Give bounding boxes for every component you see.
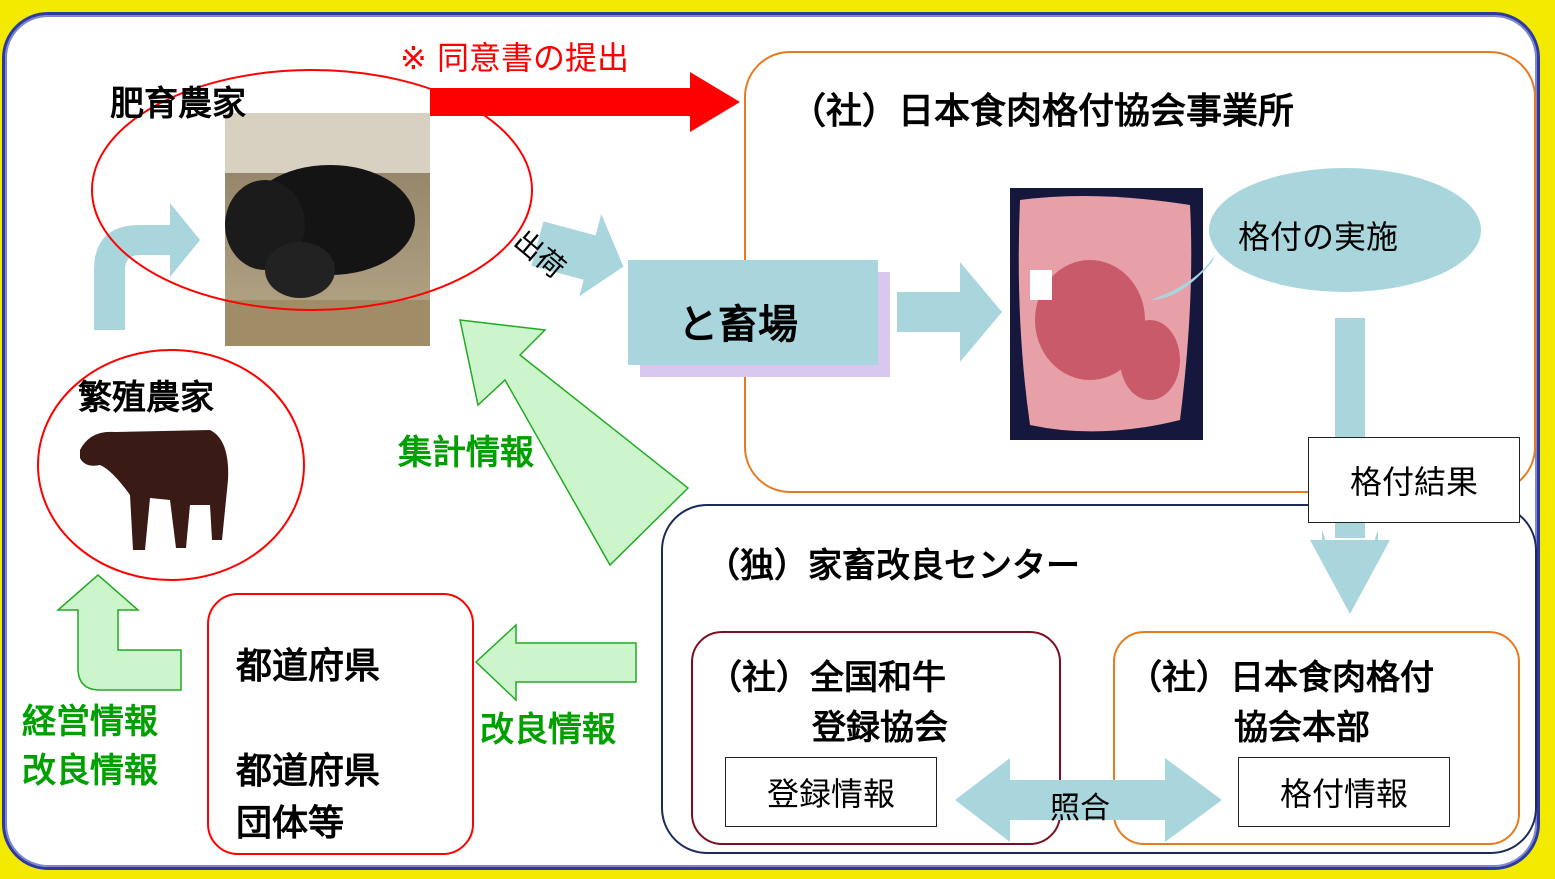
slaughterhouse-label: と畜場 xyxy=(678,302,798,348)
grading-done-label: 格付の実施 xyxy=(1238,218,1399,256)
grading-bubble xyxy=(1209,168,1481,292)
grading-hq-line2: 協会本部 xyxy=(1234,708,1370,748)
to-grading-arrow xyxy=(897,262,1002,362)
raise-arrow xyxy=(94,203,200,330)
prefecture-label: 都道府県 xyxy=(236,646,381,687)
center-title: （独）家畜改良センター xyxy=(706,546,1080,586)
grading-result-note: 格付結果 xyxy=(1308,437,1520,523)
calf-image xyxy=(80,430,229,550)
fattening-cattle-photo xyxy=(225,113,430,346)
wagyu-assoc-line1: （社）全国和牛 xyxy=(708,658,946,698)
consent-label: ※ 同意書の提出 xyxy=(400,39,629,77)
registration-info-note: 登録情報 xyxy=(725,757,937,827)
matching-label: 照合 xyxy=(1050,791,1110,826)
slaughterhouse-box xyxy=(628,260,878,365)
fattening-farm-circle xyxy=(91,69,533,311)
breeding-farm-label: 繁殖農家 xyxy=(78,378,214,418)
aggregate-arrow xyxy=(459,319,690,567)
mgmt-info-label: 経営情報 xyxy=(22,702,158,742)
shipment-arrow xyxy=(531,214,624,297)
registration-info-label: 登録情報 xyxy=(766,775,895,813)
fattening-farm-label: 肥育農家 xyxy=(110,84,246,124)
beef-carcass-photo xyxy=(1010,188,1203,440)
improvement-arrow xyxy=(474,623,637,702)
grading-info-note: 格付情報 xyxy=(1238,757,1450,827)
wagyu-assoc-line2: 登録協会 xyxy=(812,708,948,748)
mgmt-arrow xyxy=(56,574,182,691)
consent-arrow xyxy=(430,72,740,132)
improvement-info-label: 改良情報 xyxy=(480,710,616,750)
improvement-info2-label: 改良情報 xyxy=(22,751,158,791)
grading-hq-line1: （社）日本食肉格付 xyxy=(1128,658,1434,698)
prefecture-box xyxy=(207,593,474,855)
grading-info-label: 格付情報 xyxy=(1279,775,1408,813)
grading-result-label: 格付結果 xyxy=(1349,463,1478,501)
prefecture-groups-line1: 都道府県 xyxy=(236,751,381,792)
prefecture-groups-line2: 団体等 xyxy=(236,803,345,844)
matching-arrow xyxy=(955,758,1222,842)
aggregate-info-label: 集計情報 xyxy=(398,433,534,473)
grading-office-title: （社）日本食肉格付協会事業所 xyxy=(790,91,1295,132)
